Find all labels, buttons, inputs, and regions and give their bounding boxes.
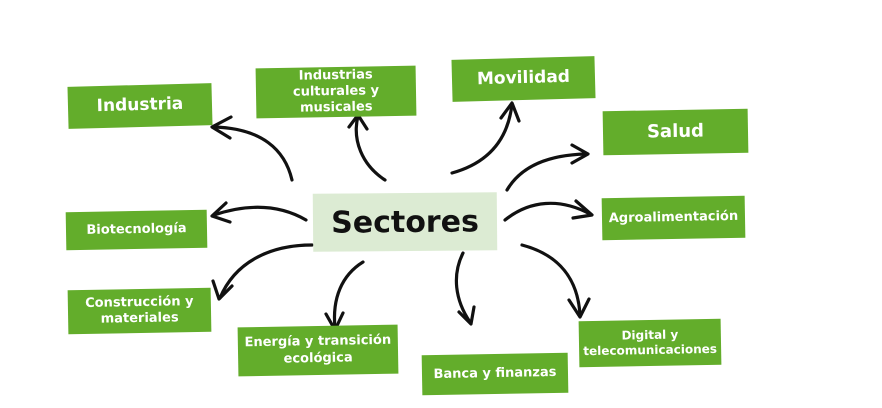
arrow-to-banca	[454, 251, 476, 326]
arrow-to-industria	[210, 115, 294, 182]
arrow-to-agro	[503, 199, 594, 222]
arrow-to-construccion	[211, 243, 314, 301]
sector-box-digital: Digital y telecomunicaciones	[578, 318, 722, 368]
sector-box-biotecnologia: Biotecnología	[65, 209, 208, 251]
sector-box-industrias-culturales: Industrias culturales y musicales	[255, 65, 417, 119]
sector-box-salud: Salud	[602, 108, 749, 156]
arrow-to-salud	[505, 143, 590, 192]
sector-box-industria: Industria	[67, 83, 213, 129]
sector-box-banca: Banca y finanzas	[421, 352, 569, 396]
sector-box-agroalimentacion: Agroalimentación	[601, 195, 746, 241]
arrow-to-culturales	[347, 113, 387, 182]
arrow-to-energia	[324, 260, 365, 332]
arrow-to-biotecnologia	[210, 201, 308, 224]
arrow-to-digital	[520, 243, 591, 319]
arrow-to-movilidad	[450, 101, 521, 175]
center-node-sectores: Sectores	[312, 192, 498, 252]
sector-box-construccion: Construcción y materiales	[67, 287, 212, 335]
sector-box-energia: Energía y transición ecológica	[237, 324, 399, 377]
sector-box-movilidad: Movilidad	[451, 56, 596, 102]
